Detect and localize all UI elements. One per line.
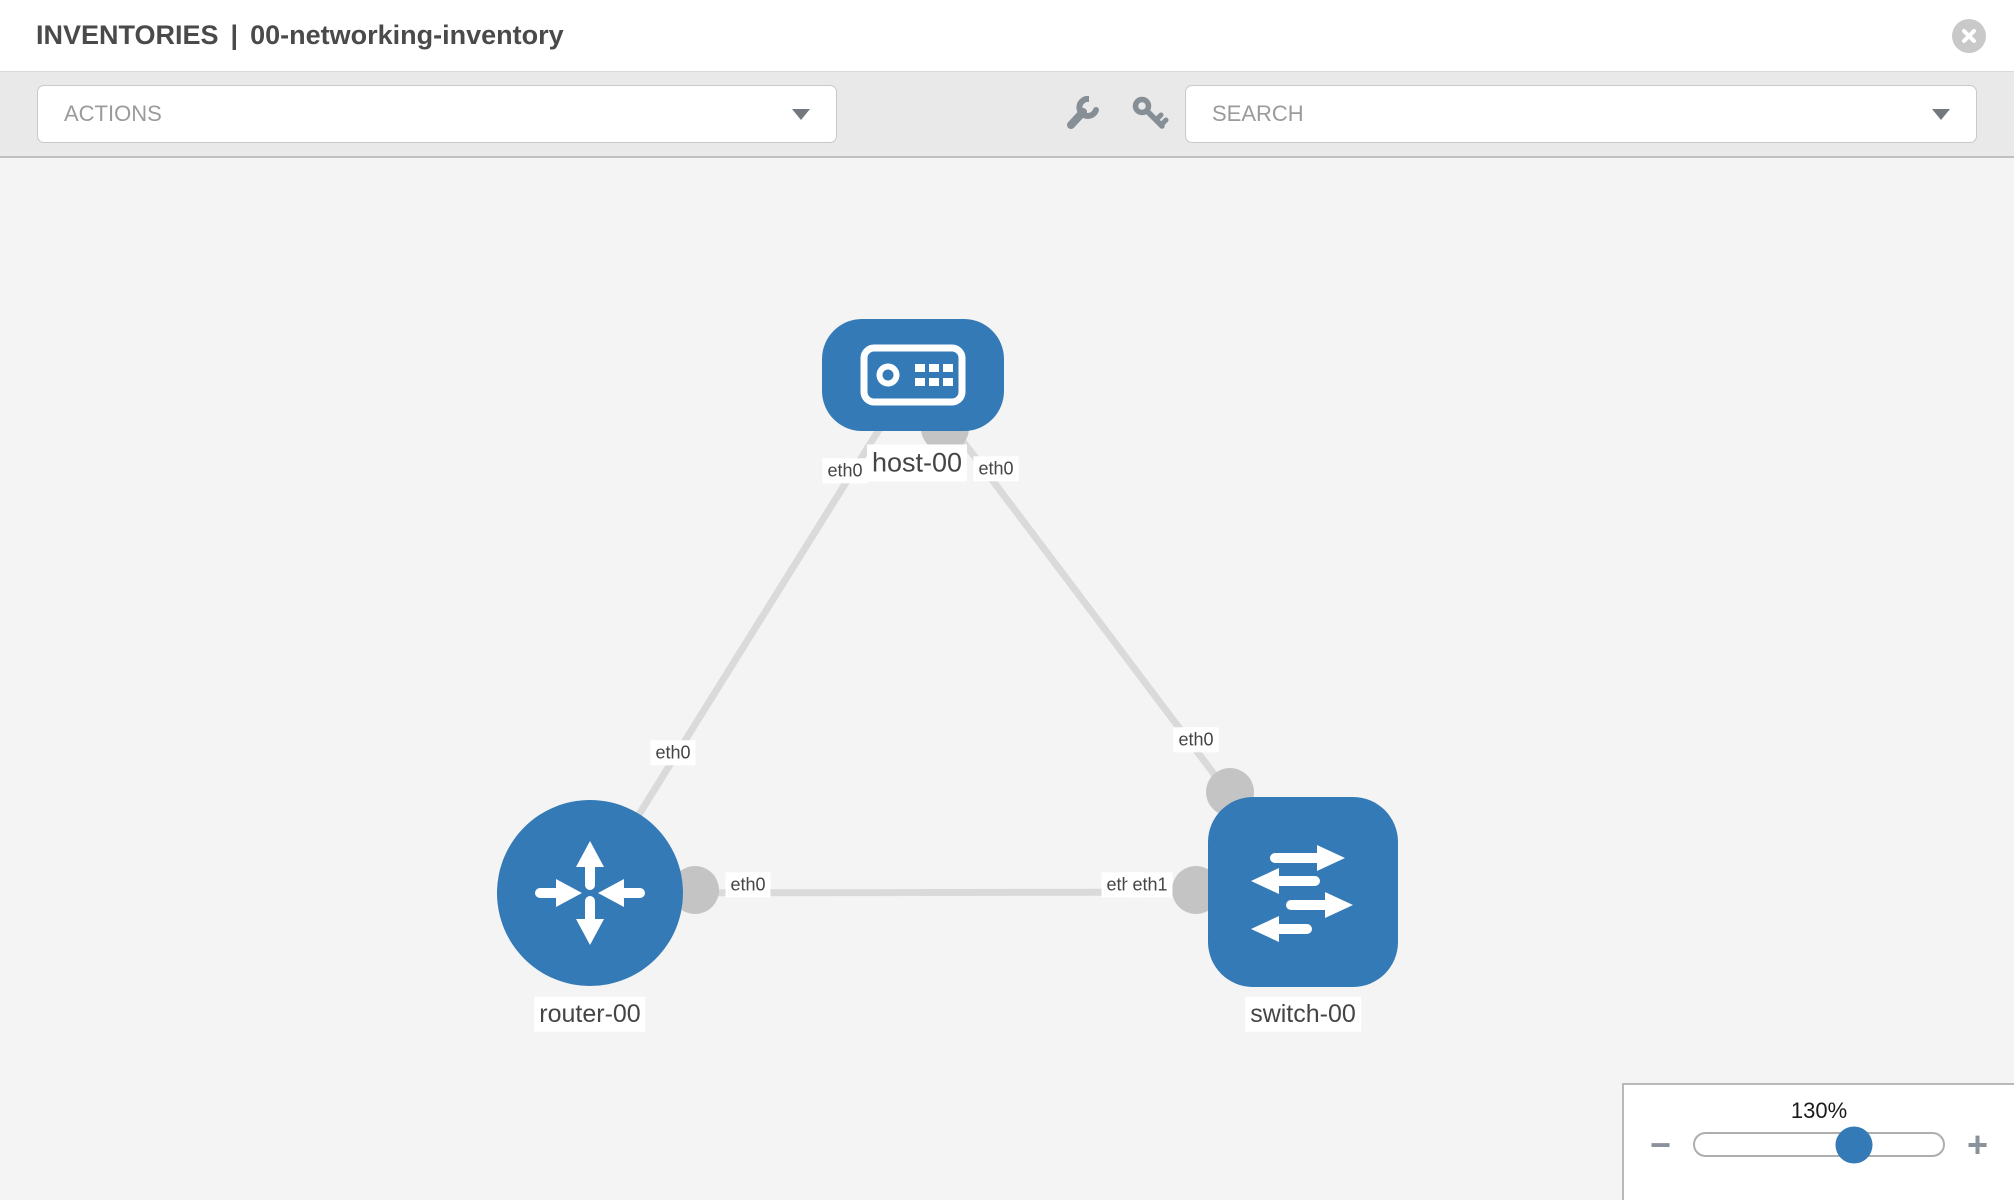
breadcrumb-separator: | <box>230 20 239 50</box>
node-router-00[interactable] <box>497 800 683 986</box>
zoom-slider-row: − + <box>1624 1123 2014 1165</box>
header: INVENTORIES | 00-networking-inventory <box>0 0 2014 72</box>
switch-icon <box>1251 845 1353 942</box>
zoom-out-button[interactable]: − <box>1650 1123 1672 1165</box>
key-icon[interactable] <box>1130 94 1170 134</box>
port-dot[interactable] <box>671 866 719 914</box>
topology-graph <box>497 319 1398 987</box>
close-icon[interactable] <box>1952 18 1986 53</box>
zoom-in-button[interactable]: + <box>1966 1123 1988 1165</box>
inventory-name: 00-networking-inventory <box>250 20 564 50</box>
breadcrumb-section: INVENTORIES <box>36 20 219 50</box>
wrench-icon[interactable] <box>1060 94 1100 134</box>
chevron-down-icon <box>792 108 810 120</box>
zoom-level-value: 130% <box>1790 1098 1848 1123</box>
toolbar: ACTIONS SEARCH <box>0 72 2014 158</box>
host-icon <box>860 344 966 406</box>
zoom-slider-knob[interactable] <box>1835 1126 1873 1163</box>
actions-dropdown[interactable]: ACTIONS <box>37 85 837 143</box>
search-dropdown[interactable]: SEARCH <box>1185 85 1977 143</box>
zoom-panel: 130% − + <box>1622 1083 2014 1200</box>
zoom-slider[interactable] <box>1693 1126 1945 1163</box>
page-title: INVENTORIES | 00-networking-inventory <box>36 20 564 51</box>
search-placeholder: SEARCH <box>1212 101 1304 126</box>
router-icon <box>535 841 645 945</box>
node-switch-00[interactable] <box>1208 797 1398 987</box>
node-host-00[interactable] <box>822 319 1004 431</box>
chevron-down-icon <box>1932 108 1950 120</box>
actions-dropdown-label: ACTIONS <box>64 101 162 126</box>
toolbar-tools <box>1060 94 1170 134</box>
